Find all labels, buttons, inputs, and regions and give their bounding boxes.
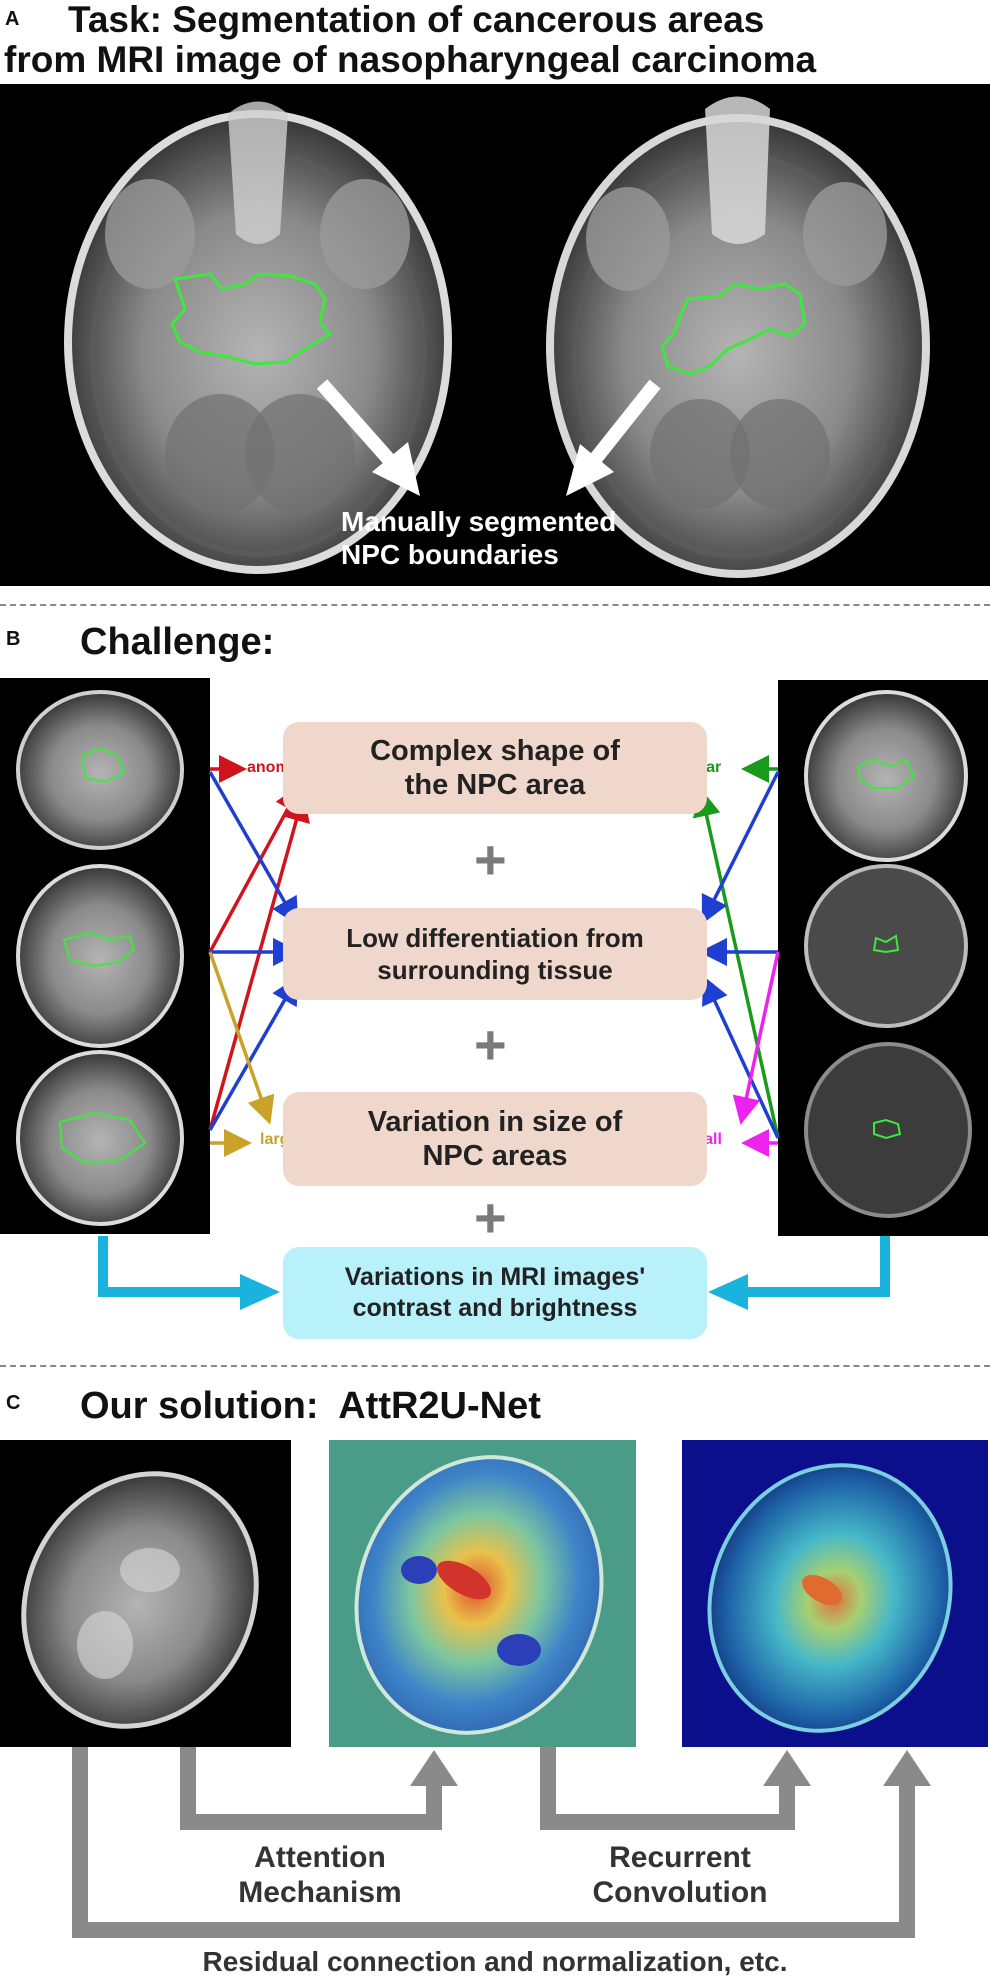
panel-a-title-line1: Task: Segmentation of cancerous areas bbox=[68, 0, 765, 40]
box-complex-shape-line2: the NPC area bbox=[404, 769, 586, 801]
plus-3: + bbox=[474, 1186, 507, 1249]
box-variation-size-line2: NPC areas bbox=[422, 1140, 568, 1172]
plus-2: + bbox=[474, 1013, 507, 1076]
left-mri-strip bbox=[0, 678, 210, 1234]
caption-residual: Residual connection and normalization, e… bbox=[202, 1946, 788, 1977]
right-mri-scan bbox=[546, 96, 930, 578]
cyan-arrowhead-left bbox=[240, 1274, 280, 1310]
divider-a-b bbox=[0, 604, 990, 606]
input-mri-image bbox=[0, 1440, 291, 1747]
cyan-arrows bbox=[98, 1236, 890, 1297]
box-contrast-line2: contrast and brightness bbox=[352, 1294, 638, 1322]
caption-attention-line2: Mechanism bbox=[238, 1876, 402, 1909]
right-npc-contour bbox=[660, 282, 807, 376]
right-strip-scan-3 bbox=[804, 1042, 972, 1218]
box-low-differentiation: Low differentiation from surrounding tis… bbox=[283, 908, 707, 1000]
right-strip-scan-1 bbox=[804, 690, 968, 862]
box-complex-shape: Complex shape of the NPC area bbox=[283, 722, 707, 814]
attention-map-image bbox=[329, 1440, 636, 1747]
divider-b-c bbox=[0, 1365, 990, 1367]
left-gold-arrows bbox=[208, 951, 275, 1157]
left-mri-scan bbox=[64, 101, 452, 574]
panel-c-title: Our solution: AttR2U-Net bbox=[80, 1385, 541, 1427]
right-blue-arrows bbox=[699, 771, 780, 1139]
gray-arrowhead-attention bbox=[410, 1750, 458, 1786]
caption-recurrent: Recurrent Convolution bbox=[570, 1840, 790, 1910]
panel-b-title: Challenge: bbox=[80, 621, 275, 663]
annotation-manually-segmented: Manually segmented bbox=[341, 506, 617, 537]
box-variation-size-line1: Variation in size of bbox=[367, 1106, 623, 1138]
left-strip-scan-1 bbox=[16, 690, 184, 850]
right-magenta-arrows bbox=[732, 951, 780, 1157]
panel-c-letter: C bbox=[6, 1392, 21, 1414]
gray-arrowhead-residual bbox=[883, 1750, 931, 1786]
box-contrast-brightness: Variations in MRI images' contrast and b… bbox=[283, 1247, 707, 1339]
annotation-npc-boundaries: NPC boundaries bbox=[341, 539, 559, 570]
panel-c-arrows bbox=[72, 1747, 931, 1938]
gray-connector-lines bbox=[72, 1747, 915, 1938]
left-red-arrows bbox=[208, 755, 310, 1131]
box-low-differentiation-line2: surrounding tissue bbox=[377, 955, 613, 985]
caption-attention-line1: Attention bbox=[254, 1841, 386, 1874]
right-green-arrows bbox=[692, 755, 780, 1139]
left-npc-contour bbox=[170, 272, 333, 366]
panel-b-letter: B bbox=[6, 628, 21, 650]
left-blue-arrows bbox=[208, 771, 301, 1131]
panel-a-mri-canvas bbox=[64, 96, 930, 578]
panel-a-letter: A bbox=[5, 8, 20, 30]
box-contrast-line1: Variations in MRI images' bbox=[344, 1263, 646, 1291]
panel-a-mri-figure: Manually segmented NPC boundaries bbox=[0, 84, 990, 586]
right-mri-strip bbox=[778, 680, 988, 1236]
caption-recurrent-line1: Recurrent bbox=[609, 1841, 751, 1874]
box-complex-shape-line1: Complex shape of bbox=[370, 735, 620, 767]
gray-arrowhead-recurrent bbox=[763, 1750, 811, 1786]
left-strip-scan-3 bbox=[16, 1050, 184, 1226]
right-strip-scan-2 bbox=[804, 864, 968, 1028]
left-strip-scan-2 bbox=[16, 864, 184, 1048]
cyan-arrowhead-right bbox=[708, 1274, 748, 1310]
panel-a-title-line2: from MRI image of nasopharyngeal carcino… bbox=[4, 39, 817, 80]
caption-recurrent-line2: Convolution bbox=[592, 1876, 768, 1909]
panel-b-arrows bbox=[98, 755, 890, 1310]
boundary-arrows bbox=[316, 379, 661, 496]
caption-attention: Attention Mechanism bbox=[220, 1840, 420, 1910]
box-variation-size: Variation in size of NPC areas bbox=[283, 1092, 707, 1186]
recurrent-map-image bbox=[682, 1440, 988, 1747]
plus-1: + bbox=[474, 828, 507, 891]
box-low-differentiation-line1: Low differentiation from bbox=[346, 923, 644, 953]
